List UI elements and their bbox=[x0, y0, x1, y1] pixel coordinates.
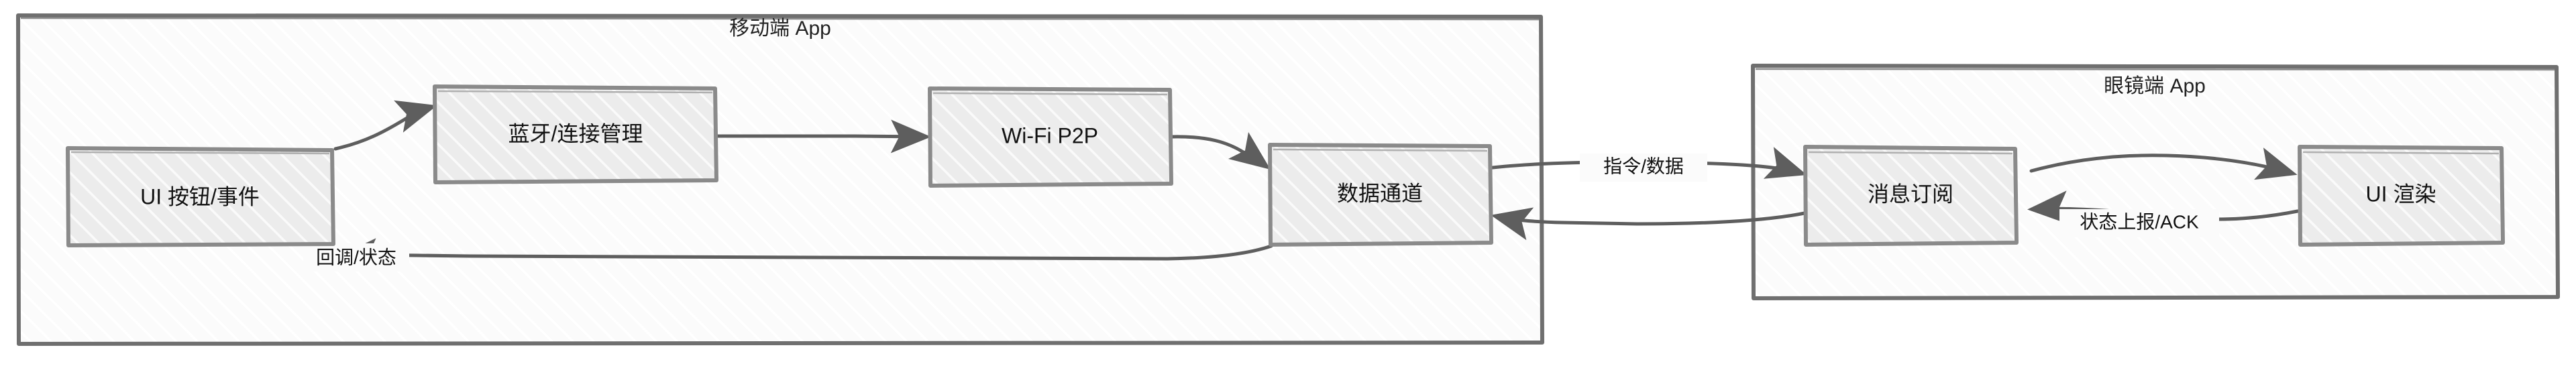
node-label-ui-button-event: UI 按钮/事件 bbox=[140, 184, 260, 208]
node-ui-render[interactable]: UI 渲染 bbox=[2298, 145, 2505, 247]
edge-label-command-data: 指令/数据 bbox=[1603, 156, 1684, 176]
edge-wifi-to-datachannel bbox=[1171, 132, 1271, 170]
node-label-bluetooth-connection-manager: 蓝牙/连接管理 bbox=[508, 121, 643, 145]
container-label-glasses-app: 眼镜端 App bbox=[2104, 75, 2206, 97]
edge-ui-to-bluetooth bbox=[333, 100, 437, 151]
node-label-data-channel: 数据通道 bbox=[1337, 181, 1423, 205]
node-message-subscribe[interactable]: 消息订阅 bbox=[1803, 145, 2019, 247]
node-ui-button-event[interactable]: UI 按钮/事件 bbox=[66, 146, 335, 247]
node-label-ui-render: UI 渲染 bbox=[2366, 182, 2436, 206]
edge-subscribe-to-datachannel bbox=[1491, 207, 1807, 241]
edge-label-backdrop-command bbox=[1580, 154, 1707, 182]
node-data-channel[interactable]: 数据通道 bbox=[1268, 143, 1493, 247]
edge-datachannel-to-ui: 回调/状态 bbox=[303, 238, 1273, 272]
node-label-wifi-p2p: Wi-Fi P2P bbox=[1002, 123, 1098, 147]
edge-label-status-report-ack: 状态上报/ACK bbox=[2080, 211, 2199, 232]
node-wifi-p2p[interactable]: Wi-Fi P2P bbox=[928, 86, 1173, 188]
edge-label-backdrop-ack bbox=[2059, 209, 2219, 237]
edge-render-to-subscribe: 状态上报/ACK bbox=[2027, 190, 2300, 237]
node-bluetooth-connection-manager[interactable]: 蓝牙/连接管理 bbox=[433, 84, 718, 184]
node-label-message-subscribe: 消息订阅 bbox=[1868, 182, 1953, 206]
edge-datachannel-to-subscribe: 指令/数据 bbox=[1491, 147, 1807, 182]
edge-subscribe-to-render bbox=[2029, 147, 2298, 180]
edge-bluetooth-to-wifi bbox=[716, 119, 931, 154]
container-label-mobile-app: 移动端 App bbox=[729, 17, 831, 40]
edge-label-callback-status: 回调/状态 bbox=[316, 247, 396, 267]
edge-label-backdrop-callback bbox=[303, 243, 409, 271]
